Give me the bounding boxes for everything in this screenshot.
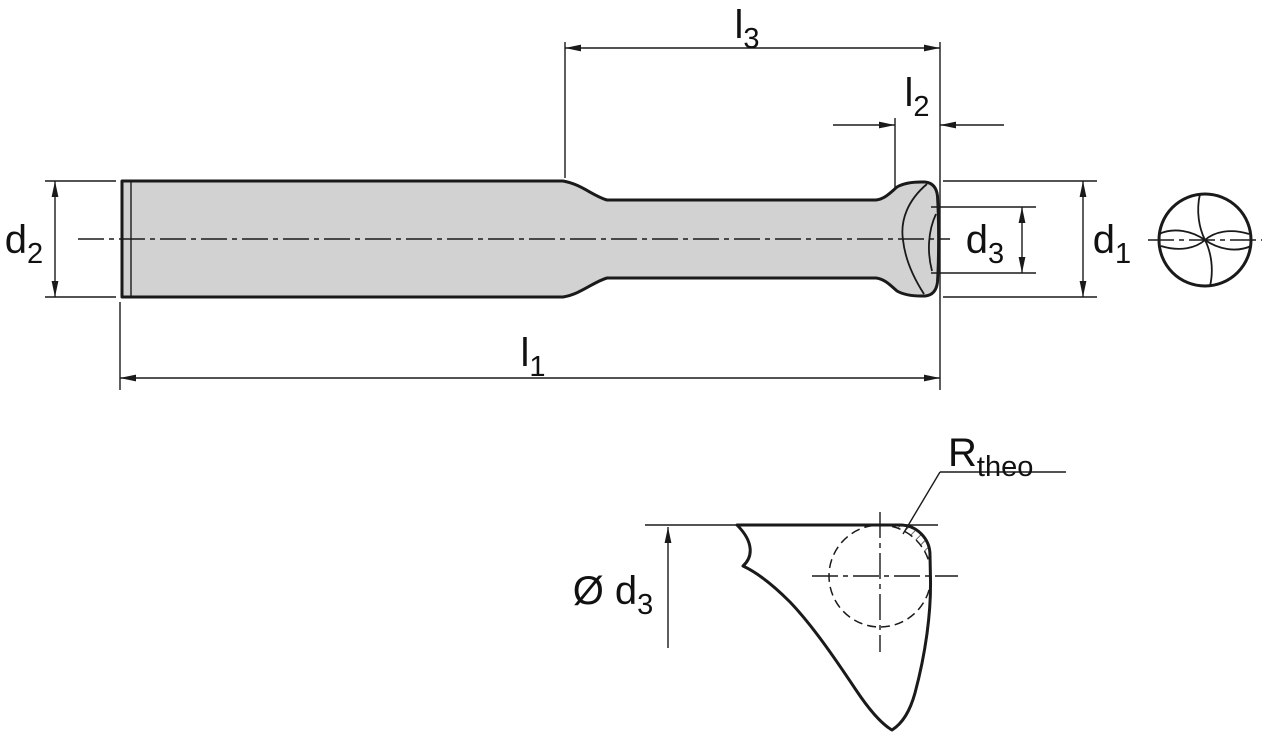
label-d1: d1 [1093, 218, 1131, 270]
flute-edge-curve [901, 183, 928, 295]
label-r-theo: Rtheo [948, 431, 1033, 483]
flute-edge-curve-2 [928, 213, 937, 272]
flute-face [1204, 239, 1253, 288]
arrowhead [1018, 257, 1026, 273]
corner-radius-detail: Rtheo Ø d3 [573, 431, 1066, 732]
arrowhead [120, 374, 136, 382]
arrowhead [1018, 207, 1026, 223]
arrowhead [565, 44, 581, 52]
arrowhead [664, 527, 672, 543]
arrowhead [924, 374, 940, 382]
label-d3: d3 [966, 218, 1004, 270]
label-d2: d2 [5, 218, 43, 270]
arrowhead [51, 281, 59, 297]
side-view [78, 179, 950, 299]
label-l1: l1 [520, 331, 545, 383]
dimensions: l3 l2 l1 d2 d3 d1 [5, 3, 1131, 390]
front-view [1148, 192, 1262, 288]
label-dia-d3: Ø d3 [573, 569, 654, 621]
arrowhead [879, 121, 895, 129]
arrowhead [1079, 281, 1087, 297]
arrowhead [924, 44, 940, 52]
label-l2: l2 [904, 71, 929, 123]
flute-face [1157, 192, 1206, 241]
arrowhead [51, 181, 59, 197]
hatch-region [880, 525, 931, 576]
arrowhead [940, 121, 956, 129]
leader-line [902, 471, 941, 535]
arrowhead [1079, 181, 1087, 197]
label-l3: l3 [734, 3, 759, 55]
detail-profile [735, 523, 933, 732]
